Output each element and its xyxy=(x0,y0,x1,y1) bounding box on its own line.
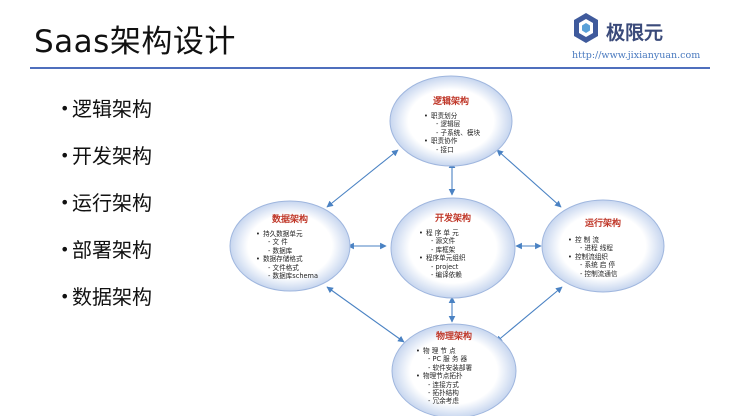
bullet-item: •开发架构 xyxy=(60,144,152,168)
node-item: 软件安装部署 xyxy=(416,364,472,372)
node-item: 文件格式 xyxy=(256,264,318,272)
node-item: 系统 启 停 xyxy=(568,261,617,269)
arrow-data-deploy xyxy=(326,286,405,343)
node-item: 程序单元组织 xyxy=(419,254,466,262)
physical-architecture-node: 物理架构 物 理 节 点 PC 服 务 器 软件安装部署 物理节点拓扑 连接方式… xyxy=(392,324,516,416)
bullet-text: 逻辑架构 xyxy=(72,97,152,121)
node-title: 物理架构 xyxy=(435,332,472,342)
company-logo: 极限元 http://www.jixianyuan.com xyxy=(572,10,722,66)
node-item: 冗余考虑 xyxy=(416,397,472,405)
slide-title: Saas架构设计 xyxy=(34,24,236,60)
node-item: 物 理 节 点 xyxy=(416,347,472,355)
node-item: 文 件 xyxy=(256,238,318,246)
logo-brand-text: 极限元 xyxy=(606,22,664,44)
logo-mark-icon xyxy=(574,13,598,43)
bullet-item: •逻辑架构 xyxy=(60,97,152,121)
node-items: 控 制 流 进程 线程 控制流组织 系统 启 停 控制流通信 xyxy=(568,236,617,278)
node-title: 开发架构 xyxy=(434,214,471,224)
bullet-text: 数据架构 xyxy=(72,285,152,309)
node-title: 运行架构 xyxy=(584,219,621,229)
bullet-text: 开发架构 xyxy=(72,144,152,168)
node-item: 职责划分 xyxy=(424,112,480,120)
arrow-run-deploy xyxy=(495,286,563,343)
node-item: 子系统、模块 xyxy=(424,129,480,137)
logic-architecture-node: 逻辑架构 职责划分 逻辑层 子系统、模块 职责协作 接口 xyxy=(390,76,512,166)
node-item: project xyxy=(419,263,466,271)
node-item: 拓扑结构 xyxy=(416,389,472,397)
title-underline xyxy=(30,67,710,69)
node-item: 进程 线程 xyxy=(568,244,617,252)
node-item: 职责协作 xyxy=(424,137,480,145)
data-architecture-node: 数据架构 持久数据单元 文 件 数据库 数据存储格式 文件格式 数据库schem… xyxy=(230,201,350,291)
node-item: 持久数据单元 xyxy=(256,230,318,238)
node-item: 数据库schema xyxy=(256,272,318,280)
node-item: 物理节点拓扑 xyxy=(416,372,472,380)
node-items: 程 序 单 元 源文件 库框架 程序单元组织 project 编译依赖 xyxy=(419,229,466,279)
bullet-text: 部署架构 xyxy=(72,238,152,262)
arrow-logic-run xyxy=(496,149,562,208)
bullet-text: 运行架构 xyxy=(72,191,152,215)
bullet-item: •部署架构 xyxy=(60,238,152,262)
node-item: 数据库 xyxy=(256,247,318,255)
node-item: 源文件 xyxy=(419,237,466,245)
node-item: 数据存储格式 xyxy=(256,255,318,263)
node-item: 连接方式 xyxy=(416,381,472,389)
dev-architecture-node: 开发架构 程 序 单 元 源文件 库框架 程序单元组织 project 编译依赖 xyxy=(391,198,515,298)
runtime-architecture-node: 运行架构 控 制 流 进程 线程 控制流组织 系统 启 停 控制流通信 xyxy=(542,200,664,292)
node-item: PC 服 务 器 xyxy=(416,355,472,363)
node-item: 控制流组织 xyxy=(568,253,617,261)
node-item: 接口 xyxy=(424,146,480,154)
node-items: 持久数据单元 文 件 数据库 数据存储格式 文件格式 数据库schema xyxy=(256,230,318,280)
node-item: 逻辑层 xyxy=(424,120,480,128)
node-title: 逻辑架构 xyxy=(432,97,469,107)
bullet-list: •逻辑架构 •开发架构 •运行架构 •部署架构 •数据架构 xyxy=(60,96,152,331)
node-items: 物 理 节 点 PC 服 务 器 软件安装部署 物理节点拓扑 连接方式 拓扑结构… xyxy=(416,347,472,406)
node-item: 程 序 单 元 xyxy=(419,229,466,237)
arrow-logic-data xyxy=(326,149,399,208)
node-item: 控制流通信 xyxy=(568,270,617,278)
node-item: 控 制 流 xyxy=(568,236,617,244)
node-item: 库框架 xyxy=(419,246,466,254)
bullet-item: •运行架构 xyxy=(60,191,152,215)
node-items: 职责划分 逻辑层 子系统、模块 职责协作 接口 xyxy=(424,112,480,154)
bullet-item: •数据架构 xyxy=(60,285,152,309)
logo-url: http://www.jixianyuan.com xyxy=(572,50,701,61)
node-title: 数据架构 xyxy=(271,215,308,225)
node-item: 编译依赖 xyxy=(419,271,466,279)
